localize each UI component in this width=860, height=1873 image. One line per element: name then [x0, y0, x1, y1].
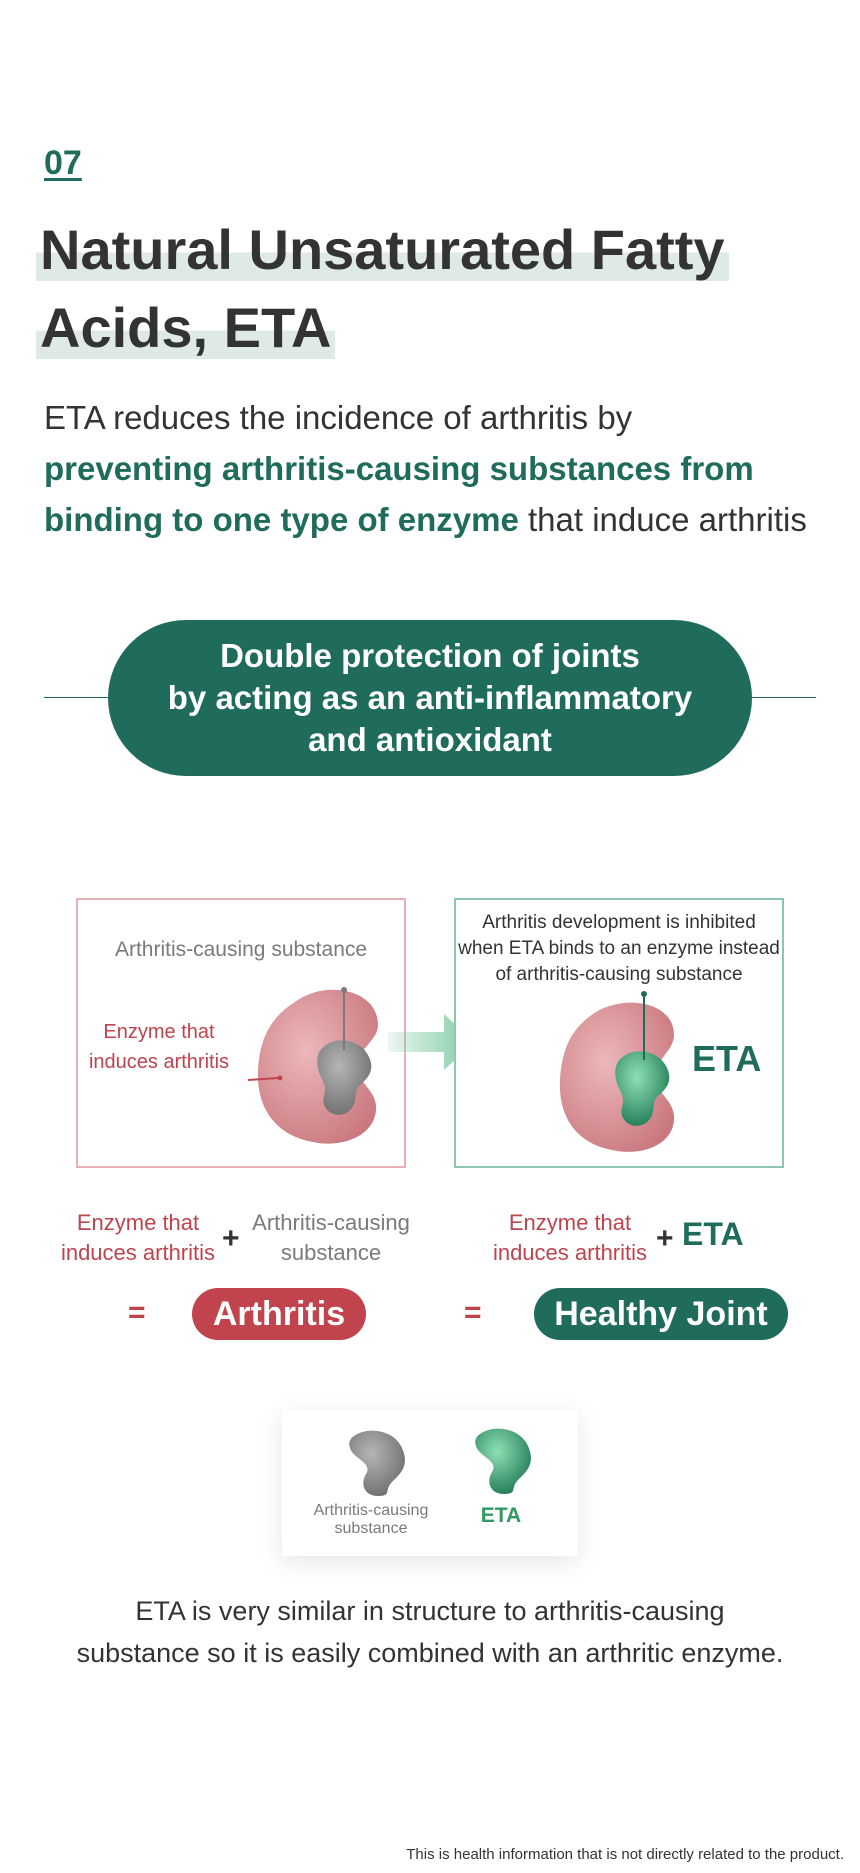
- page-title-line-2: Acids, ETA: [36, 294, 336, 362]
- arthritis-diagram-box: Arthritis-causing substance Enzyme that …: [76, 898, 406, 1168]
- enzyme-eta-illustration: [559, 991, 675, 1152]
- intro-line-1: ETA reduces the incidence of arthritis b…: [44, 399, 633, 436]
- structure-note: ETA is very similar in structure to arth…: [76, 1596, 784, 1668]
- page-title-line-1: Natural Unsaturated Fatty: [36, 216, 729, 284]
- substance-caption: Arthritis-causing substance: [114, 938, 368, 961]
- substance-shape: [317, 1040, 372, 1115]
- legend-card: Arthritis-causing substance ETA: [282, 1410, 578, 1556]
- eq-left-substance: Arthritis-causing substance: [252, 1210, 410, 1265]
- enzyme-pointer: [247, 1077, 279, 1081]
- eq-right-equals: =: [464, 1296, 482, 1329]
- intro-line-3: binding to one type of enzyme that induc…: [44, 494, 854, 545]
- eq-left-equals: =: [128, 1296, 146, 1329]
- banner-line-3: and antioxidant: [308, 721, 552, 758]
- eq-left-plus: +: [222, 1222, 240, 1255]
- eq-right-plus: +: [656, 1222, 674, 1255]
- result-healthy-joint: Healthy Joint: [534, 1288, 788, 1340]
- banner-line-2: by acting as an anti-inflammatory: [167, 679, 693, 716]
- eq-right-eta: ETA: [682, 1216, 744, 1252]
- title-text-2: Acids, ETA: [36, 296, 336, 359]
- section-number: 07: [44, 144, 82, 182]
- enzyme-substance-illustration: [247, 987, 378, 1144]
- banner-line-1: Double protection of joints: [220, 637, 640, 674]
- legend-substance-label: Arthritis-causing substance: [313, 1502, 429, 1537]
- enzyme-caption: Enzyme that induces arthritis: [88, 1021, 230, 1073]
- inhibition-caption: Arthritis development is inhibited when …: [458, 912, 780, 985]
- eq-left-enzyme: Enzyme that induces arthritis: [60, 1210, 216, 1265]
- arrow-right-icon: [388, 1014, 474, 1070]
- eta-label: ETA: [692, 1038, 762, 1079]
- legend-eta-label: ETA: [480, 1504, 522, 1527]
- eta-shape: [615, 1051, 670, 1126]
- eta-diagram-box: Arthritis development is inhibited when …: [454, 898, 784, 1168]
- intro-highlight-2: binding to one type of enzyme: [44, 501, 519, 538]
- title-text-1: Natural Unsaturated Fatty: [36, 218, 729, 281]
- intro-highlight-1: preventing arthritis-causing substances …: [44, 450, 754, 487]
- eta-legend-icon: [475, 1428, 531, 1494]
- protection-banner: Double protection of joints by acting as…: [108, 620, 752, 776]
- disclaimer-footnote: This is health information that is not d…: [406, 1846, 844, 1863]
- intro-tail: that induce arthritis: [518, 501, 807, 538]
- intro-paragraph: ETA reduces the incidence of arthritis b…: [44, 392, 854, 545]
- result-arthritis: Arthritis: [192, 1288, 366, 1340]
- eq-right-enzyme: Enzyme that induces arthritis: [492, 1210, 648, 1265]
- substance-legend-icon: [349, 1430, 405, 1496]
